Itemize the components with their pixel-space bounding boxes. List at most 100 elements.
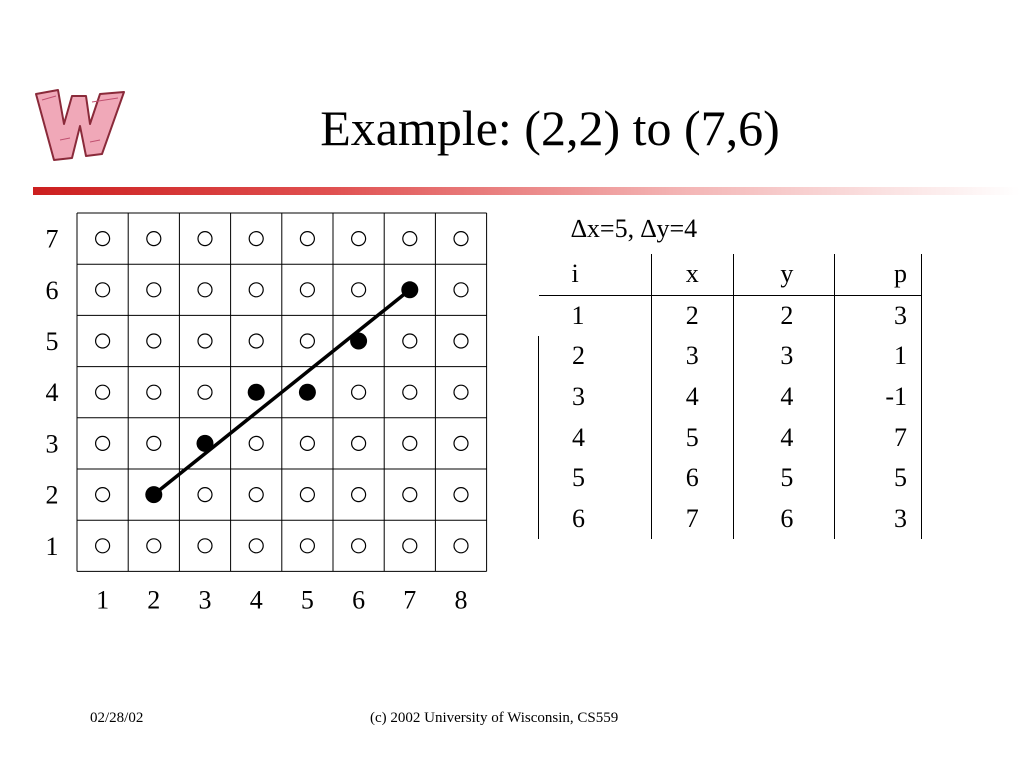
pixel-empty [94, 333, 111, 349]
university-w-logo [35, 89, 125, 161]
footer-date: 02/28/02 [90, 710, 144, 726]
cell-x: 3 [650, 336, 734, 377]
table-header-row: i x y p [538, 254, 923, 296]
pixel-empty [351, 384, 367, 400]
pixel-empty [402, 333, 418, 349]
pixel-empty [94, 538, 111, 554]
cell-i: 5 [538, 457, 652, 499]
bresenham-steps-table: i x y p 1 2 2 3 2 3 3 1 3 4 4 -1 4 5 4 7 [538, 254, 923, 540]
cell-y: 4 [732, 417, 835, 458]
column-header-p: p [833, 254, 923, 296]
y-axis-label: 5 [46, 327, 59, 356]
cell-i: 3 [538, 376, 652, 418]
title-divider [33, 187, 1020, 195]
pixel-empty [94, 487, 111, 503]
pixel-empty [197, 384, 213, 400]
pixel-empty [146, 538, 162, 554]
pixel-filled [145, 486, 163, 504]
pixel-empty [197, 538, 213, 554]
pixel-empty [402, 231, 418, 247]
pixel-empty [146, 384, 162, 400]
y-axis-label: 3 [46, 429, 59, 458]
pixel-empty [248, 333, 264, 349]
table-row: 2 3 3 1 [538, 336, 923, 377]
delta-caption: ∆x=5, ∆y=4 [571, 214, 698, 243]
pixel-empty [299, 282, 315, 298]
y-axis-label: 1 [46, 532, 59, 561]
cell-x: 4 [650, 376, 734, 418]
pixel-filled [196, 434, 214, 452]
pixel-empty [146, 231, 162, 247]
cell-y: 3 [732, 336, 835, 377]
cell-y: 6 [732, 498, 835, 540]
pixel-empty [248, 538, 264, 554]
pixel-empty [248, 282, 264, 298]
pixel-empty [402, 384, 418, 400]
pixel-empty [197, 231, 213, 247]
pixel-empty [94, 435, 111, 451]
pixel-empty [453, 231, 469, 247]
pixel-empty [197, 282, 213, 298]
table-row: 3 4 4 -1 [538, 376, 923, 418]
cell-p: -1 [833, 376, 923, 418]
cell-y: 2 [732, 295, 835, 337]
pixel-filled [350, 332, 368, 350]
pixel-empty [402, 538, 418, 554]
ideal-line [152, 288, 411, 496]
pixel-empty [453, 538, 469, 554]
cell-x: 2 [650, 295, 734, 337]
x-axis-label: 8 [455, 585, 468, 614]
cell-p: 1 [833, 336, 923, 377]
pixel-empty [299, 231, 315, 247]
pixel-empty [351, 231, 367, 247]
pixel-empty [94, 231, 111, 247]
cell-p: 7 [833, 417, 923, 458]
cell-i: 1 [571, 300, 585, 330]
y-axis-label: 4 [46, 378, 59, 407]
column-header-i: i [538, 254, 652, 296]
pixel-empty [453, 384, 469, 400]
pixel-empty [248, 231, 264, 247]
pixel-filled [401, 281, 419, 299]
pixel-empty [146, 435, 162, 451]
pixel-empty [402, 435, 418, 451]
cell-x: 7 [650, 498, 734, 540]
cell-i: 4 [538, 417, 652, 458]
pixel-empty [351, 435, 367, 451]
pixel-empty [197, 333, 213, 349]
pixel-empty [351, 282, 367, 298]
pixel-empty [402, 487, 418, 503]
cell-i: 6 [538, 498, 652, 540]
table-row: 1 2 2 3 [539, 295, 923, 337]
slide-title: Example: (2,2) to (7,6) [320, 100, 780, 156]
x-axis-label: 5 [301, 585, 314, 614]
pixel-filled [298, 383, 316, 401]
pixel-empty [351, 538, 367, 554]
x-axis-label: 6 [352, 585, 365, 614]
pixel-empty [146, 282, 162, 298]
y-axis-label: 2 [46, 481, 59, 510]
pixel-empty [146, 333, 162, 349]
pixel-empty [453, 333, 469, 349]
pixel-empty [248, 487, 264, 503]
cell-p: 3 [833, 295, 923, 337]
cell-p: 5 [833, 457, 923, 499]
pixel-empty [453, 282, 469, 298]
cell-p: 3 [833, 498, 923, 540]
x-axis-label: 1 [96, 585, 109, 614]
y-axis-label: 7 [46, 225, 59, 254]
pixel-empty [453, 487, 469, 503]
footer-copyright: (c) 2002 University of Wisconsin, CS559 [370, 710, 619, 726]
column-header-y: y [732, 254, 835, 296]
cell-y: 4 [732, 376, 835, 418]
column-header-x: x [650, 254, 734, 296]
x-axis-label: 3 [199, 585, 212, 614]
table-row: 6 7 6 3 [538, 498, 923, 540]
pixel-empty [453, 435, 469, 451]
pixel-empty [197, 487, 213, 503]
pixel-empty [94, 384, 111, 400]
x-axis-label: 4 [250, 585, 263, 614]
table-row: 4 5 4 7 [538, 417, 923, 458]
cell-y: 5 [732, 457, 835, 499]
